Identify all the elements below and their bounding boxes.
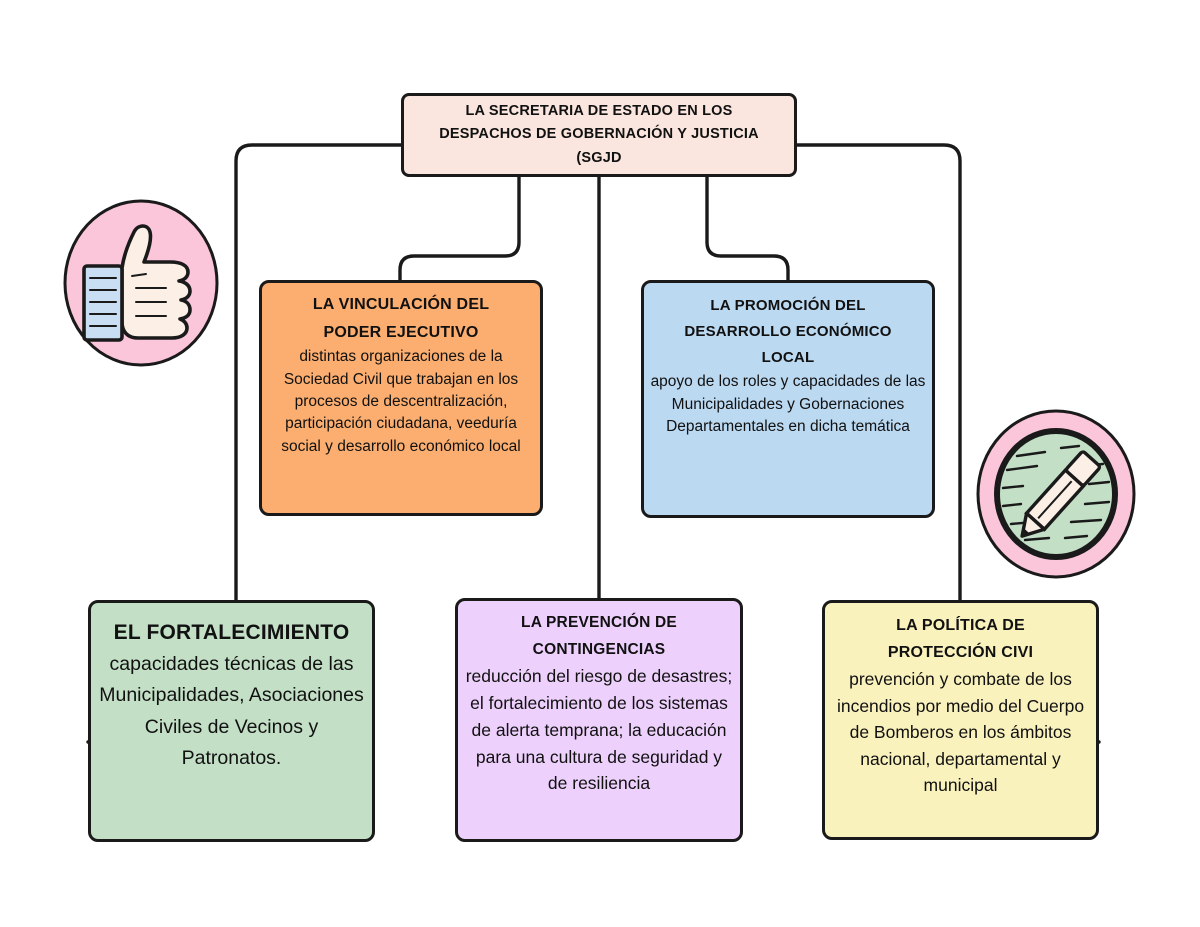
node-prevencion-title: LA PREVENCIÓN DE CONTINGENCIAS bbox=[464, 609, 734, 663]
node-vinculacion-poder-ejecutivo[interactable]: LA VINCULACIÓN DEL PODER EJECUTIVO disti… bbox=[259, 280, 543, 516]
node-prevencion-title-line2: CONTINGENCIAS bbox=[532, 641, 666, 659]
node-proteccion-title-line1: LA POLÍTICA DE bbox=[896, 617, 1025, 634]
node-root-title-line2: DESPACHOS DE GOBERNACIÓN Y JUSTICIA bbox=[439, 126, 759, 143]
node-vinculacion-title-line2: PODER EJECUTIVO bbox=[323, 323, 479, 341]
node-promocion-title-line2: DESARROLLO ECONÓMICO bbox=[684, 323, 892, 341]
node-promocion-body: apoyo de los roles y capacidades de las … bbox=[650, 373, 926, 436]
node-fortalecimiento-title: EL FORTALECIMIENTO bbox=[97, 617, 366, 649]
node-vinculacion-title: LA VINCULACIÓN DEL PODER EJECUTIVO bbox=[272, 291, 530, 346]
connector-root-to-promocion bbox=[705, 175, 790, 282]
node-fortalecimiento[interactable]: EL FORTALECIMIENTO capacidades técnicas … bbox=[88, 600, 375, 842]
node-proteccion-body: prevención y combate de los incendios po… bbox=[836, 669, 1085, 796]
pencil-icon bbox=[975, 408, 1137, 580]
thumbs-up-icon bbox=[62, 198, 220, 368]
node-vinculacion-title-line1: LA VINCULACIÓN DEL bbox=[312, 296, 490, 313]
node-proteccion-title-line2: PROTECCIÓN CIVI bbox=[887, 643, 1034, 661]
node-promocion-title-line3: LOCAL bbox=[761, 349, 815, 367]
node-fortalecimiento-body: capacidades técnicas de las Municipalida… bbox=[99, 652, 364, 770]
node-prevencion-contingencias[interactable]: LA PREVENCIÓN DE CONTINGENCIAS reducción… bbox=[455, 598, 743, 842]
node-fortalecimiento-title-line1: EL FORTALECIMIENTO bbox=[113, 621, 350, 644]
node-root-title: LA SECRETARIA DE ESTADO EN LOS DESPACHOS… bbox=[412, 100, 786, 170]
node-prevencion-title-line1: LA PREVENCIÓN DE bbox=[521, 614, 677, 631]
node-promocion-desarrollo-economico[interactable]: LA PROMOCIÓN DEL DESARROLLO ECONÓMICO LO… bbox=[641, 280, 935, 518]
node-politica-proteccion-civil[interactable]: LA POLÍTICA DE PROTECCIÓN CIVI prevenció… bbox=[822, 600, 1099, 840]
node-vinculacion-body: distintas organizaciones de la Sociedad … bbox=[281, 348, 521, 455]
node-proteccion-title: LA POLÍTICA DE PROTECCIÓN CIVI bbox=[827, 613, 1094, 666]
node-secretaria-estado[interactable]: LA SECRETARIA DE ESTADO EN LOS DESPACHOS… bbox=[401, 93, 797, 177]
node-prevencion-body: reducción del riesgo de desastres; el fo… bbox=[465, 666, 733, 794]
node-root-title-line1: LA SECRETARIA DE ESTADO EN LOS bbox=[465, 102, 733, 119]
node-promocion-title: LA PROMOCIÓN DEL DESARROLLO ECONÓMICO LO… bbox=[650, 293, 926, 371]
node-promocion-title-line1: LA PROMOCIÓN DEL bbox=[710, 297, 866, 314]
connector-root-to-vinculacion bbox=[398, 175, 521, 282]
node-root-title-line3: (SGJD bbox=[576, 149, 622, 166]
